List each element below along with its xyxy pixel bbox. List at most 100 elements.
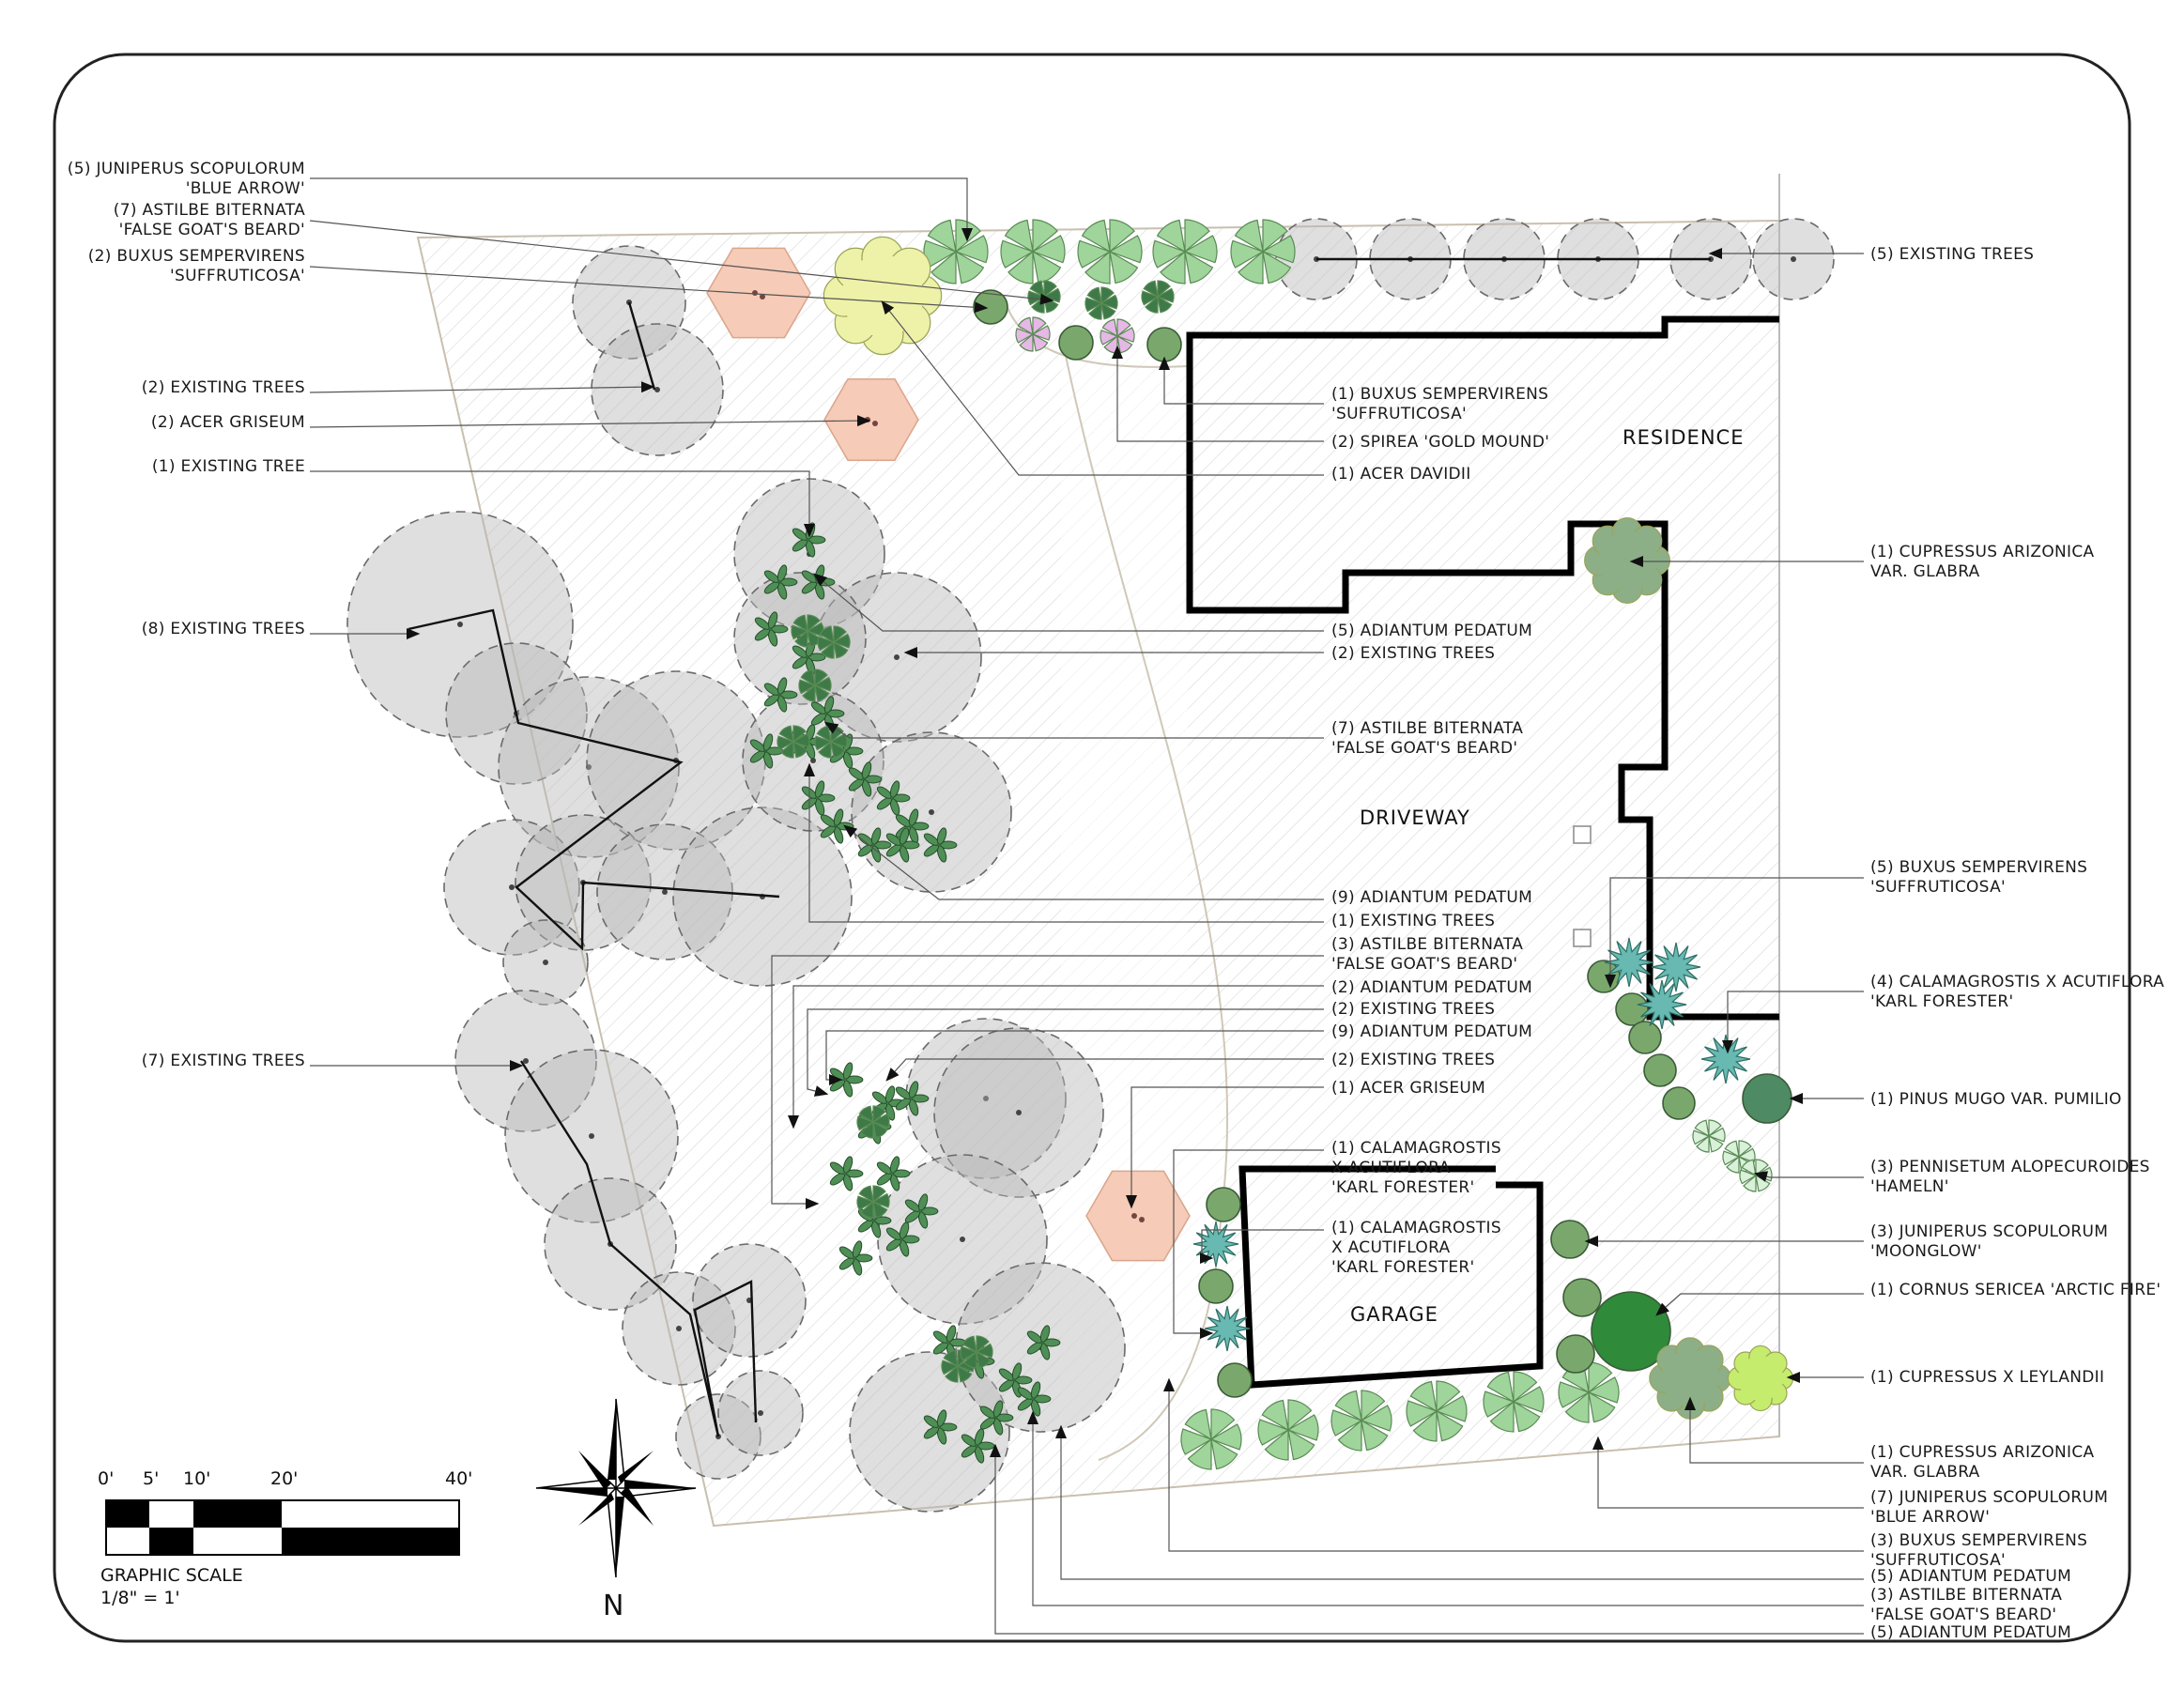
adiantum-pedatum	[848, 761, 883, 797]
callout-leader	[823, 721, 1324, 739]
acer-griseum	[1085, 1170, 1191, 1262]
wedge	[1184, 250, 1214, 284]
leaflet	[1033, 1394, 1052, 1404]
astilbe-biternata	[817, 625, 851, 659]
calamagrostis-acutiflora	[1604, 937, 1654, 988]
leaflet	[857, 1220, 874, 1233]
scale-tick-20: 20'	[270, 1468, 298, 1489]
juniperus-blue-arrow	[1152, 219, 1218, 284]
leaflet	[895, 1086, 912, 1099]
leaflet	[763, 683, 780, 696]
wedge	[1043, 280, 1057, 299]
leaflet	[777, 677, 788, 695]
juniperus-blue-arrow	[1230, 219, 1296, 284]
wedge	[1330, 1409, 1363, 1436]
wedge	[1361, 1419, 1389, 1452]
leaflet	[920, 1206, 939, 1216]
wedge	[1409, 1380, 1438, 1413]
callout-leader	[309, 266, 989, 314]
leaflet	[762, 733, 774, 751]
group-connector	[519, 1060, 758, 1437]
leaflet	[889, 1156, 900, 1174]
scale-tick-10: 10'	[183, 1468, 210, 1489]
wedge	[1264, 1428, 1289, 1461]
wedge	[1412, 1409, 1438, 1442]
leaflet	[939, 840, 958, 850]
leaflet	[754, 617, 771, 630]
wedge	[1210, 1437, 1238, 1470]
adiantum-pedatum	[885, 827, 920, 863]
wedge	[780, 740, 794, 759]
wedge	[1184, 219, 1210, 254]
wedge	[794, 629, 808, 648]
calamagrostis-acutiflora	[1637, 979, 1687, 1030]
leaflet	[763, 694, 780, 707]
label-buxus-5: (5) BUXUS SEMPERVIRENS'SUFFRUTICOSA'	[1870, 858, 2087, 897]
leaflet	[763, 581, 780, 594]
wedge	[1004, 219, 1034, 254]
adiantum-pedatum	[754, 611, 789, 647]
leaflet	[870, 827, 882, 845]
wedge	[860, 1120, 874, 1139]
leaflet	[908, 1098, 919, 1116]
wedge	[1000, 239, 1035, 269]
leaflet	[770, 624, 789, 634]
core	[841, 254, 924, 337]
labels-right: (5) EXISTING TREES (1) CUPRESSUS ARIZONI…	[1870, 245, 2164, 1642]
wedge	[872, 1105, 886, 1124]
wedge	[931, 250, 957, 284]
leaflet	[1042, 1338, 1061, 1347]
wedge	[1262, 219, 1288, 254]
callout-leader	[1112, 345, 1324, 442]
buxus-sempervirens	[1615, 992, 1649, 1026]
leaflet	[829, 1161, 846, 1175]
wedge	[1708, 1134, 1724, 1153]
wedge	[798, 679, 817, 695]
adiantum-pedatum	[829, 1156, 864, 1191]
leaflet	[1017, 1398, 1034, 1411]
callout-leader	[1592, 1436, 1864, 1509]
leaflet	[749, 750, 766, 763]
wedge	[945, 1364, 959, 1383]
driveway-label: DRIVEWAY	[1360, 807, 1470, 829]
adiantum-pedatum	[923, 827, 958, 863]
wedge	[1234, 219, 1264, 254]
leaflet	[923, 1415, 940, 1428]
wedge	[872, 1120, 888, 1139]
callout-leader	[813, 573, 1324, 632]
label-astilbe-3a: (3) ASTILBE BITERNATA'FALSE GOAT'S BEARD…	[1331, 935, 1523, 974]
astilbe-biternata	[798, 668, 832, 702]
wedge	[1724, 1140, 1740, 1159]
leaflet	[908, 808, 919, 826]
buxus-sempervirens	[1217, 1362, 1253, 1398]
leaflet	[792, 539, 808, 552]
core	[1738, 1356, 1783, 1401]
north-label: N	[603, 1590, 623, 1622]
leaflet	[829, 1173, 846, 1186]
leaflet	[842, 1174, 854, 1191]
wedge	[778, 725, 794, 744]
wedge	[1015, 328, 1035, 344]
tree-trunk-dot	[758, 1410, 763, 1416]
wedge	[830, 740, 846, 759]
label-pennisetum: (3) PENNISETUM ALOPECUROIDES'HAMELN'	[1870, 1158, 2150, 1196]
cupressus-arizonica	[1649, 1337, 1731, 1420]
adiantum-pedatum	[876, 1156, 911, 1191]
leaflet	[899, 827, 910, 845]
garage-outline	[1238, 1165, 1544, 1389]
callout-leader	[788, 985, 1324, 1129]
juniperus-blue-arrow	[923, 219, 989, 284]
label-adiantum-5b: (5) ADIANTUM PEDATUM	[1870, 1567, 2071, 1586]
wedge	[1743, 1174, 1757, 1192]
adiantum-pedatum	[763, 677, 798, 713]
wedge	[871, 1192, 890, 1208]
callout-leader	[309, 220, 1054, 305]
label-juniperus-moonglow: (3) JUNIPERUS SCOPULORUM'MOONGLOW'	[1870, 1222, 2108, 1261]
leaflet	[1011, 1362, 1023, 1380]
wedge	[833, 640, 849, 659]
wedge	[1558, 1381, 1591, 1408]
wedge	[1180, 1428, 1213, 1455]
buxus-sempervirens	[1146, 327, 1182, 362]
wedge	[1031, 235, 1066, 264]
